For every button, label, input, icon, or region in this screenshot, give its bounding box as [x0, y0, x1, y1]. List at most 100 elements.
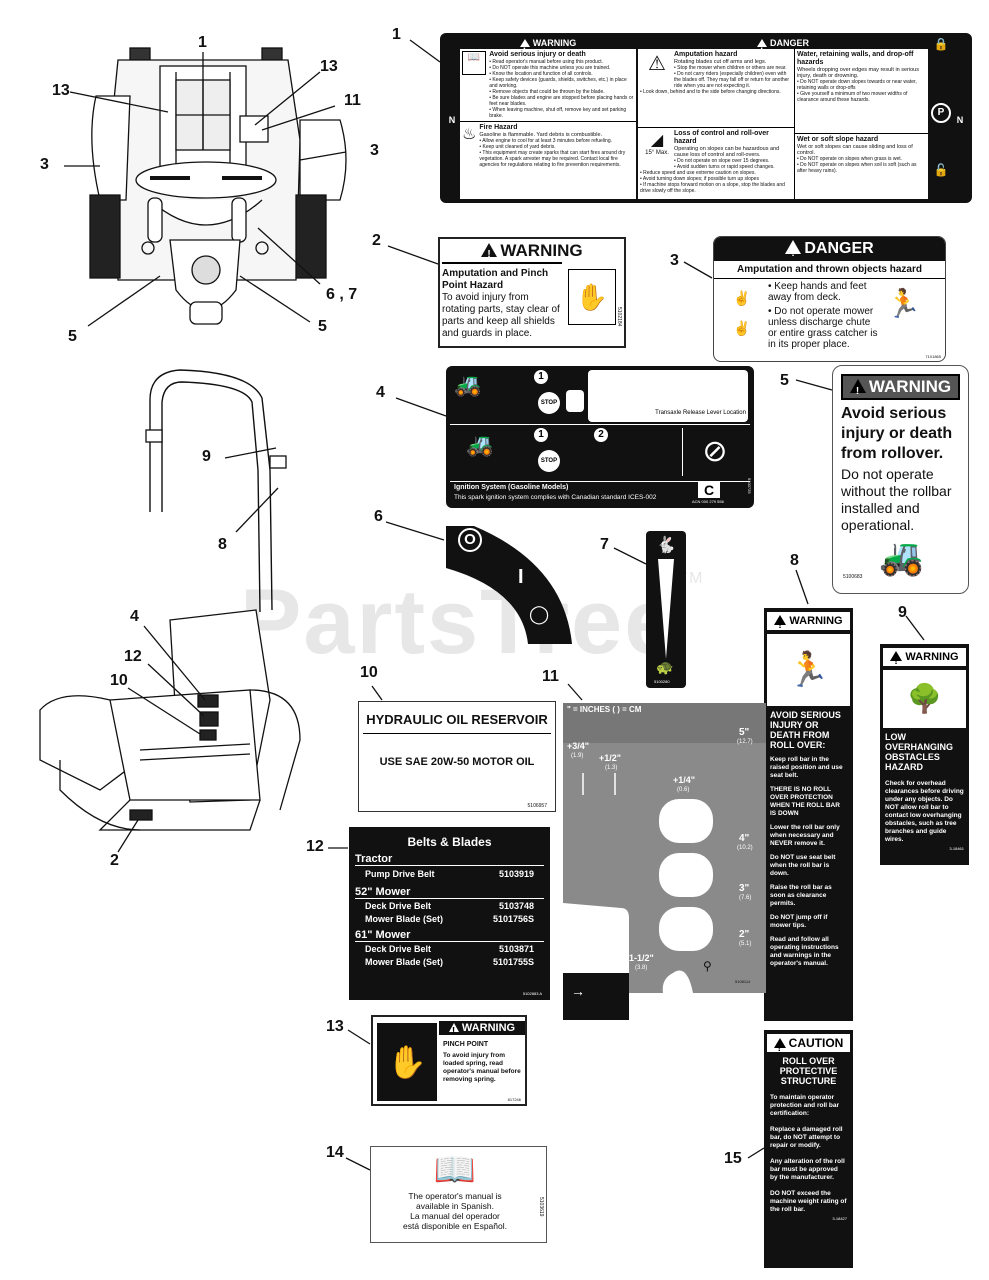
- spanish-line-3: La manual del operador: [410, 1211, 500, 1221]
- decal3-header: DANGER: [714, 237, 945, 266]
- hoc-1-1-2: 1-1/2": [629, 953, 654, 963]
- n-marker-left: N: [448, 115, 456, 125]
- seat-area-view: [39, 609, 301, 853]
- decal10-title: HYDRAULIC OIL RESERVOIR: [366, 712, 548, 727]
- amp-sub: Rotating blades cut off arms and legs.: [674, 59, 767, 65]
- mower-child-icon: ⚠: [648, 53, 666, 75]
- decal8-header: WARNING: [767, 612, 850, 635]
- spring-hand-icon: ✋: [377, 1023, 437, 1101]
- spanish-line-1: The operator's manual is: [408, 1191, 502, 1201]
- start-icon: ◯: [529, 604, 550, 624]
- rabbit-icon: 🐇: [656, 537, 676, 554]
- decal-number-9: 9: [898, 604, 907, 621]
- decal2-title: Amputation and Pinch Point Hazard: [442, 268, 549, 291]
- decal-number-4: 4: [376, 384, 385, 401]
- decal9-body: Check for overhead clearances before dri…: [885, 780, 964, 843]
- watermark: PartsTreeTM: [240, 570, 705, 673]
- water-sub: Wheels dropping over edges may result in…: [797, 67, 919, 79]
- hoc-2-cm: (5.1): [739, 941, 752, 947]
- spanish-line-4: está disponible en Español.: [403, 1221, 507, 1231]
- callout-2: 2: [110, 852, 119, 869]
- decal-3-thrown-objects: DANGER Amputation and thrown objects haz…: [713, 236, 946, 362]
- decal9-header: WARNING: [883, 648, 966, 671]
- water-title: Water, retaining walls, and drop-off haz…: [797, 51, 914, 66]
- decal3-bullet-1: • Keep hands and feet away from deck.: [768, 281, 867, 303]
- callout-11: 11: [344, 92, 361, 109]
- fire-title: Fire Hazard: [479, 124, 518, 131]
- decal13-code: 817246: [507, 1097, 521, 1102]
- decal-14-spanish-manual: 📖 The operator's manual is available in …: [370, 1146, 547, 1243]
- decal-2-amputation-pinch: WARNING Amputation and Pinch Point Hazar…: [438, 237, 626, 348]
- decal9-title: LOW OVERHANGING OBSTACLES HAZARD: [885, 732, 954, 772]
- decal8-paras: Keep roll bar in the raised position and…: [770, 756, 843, 967]
- transaxle-label: Transaxle Release Lever Location: [655, 410, 746, 416]
- callout-5: 5: [318, 318, 327, 335]
- decal1-warning-header: WARNING: [460, 37, 636, 53]
- park-brake-column: 🔒 P 🔓: [930, 37, 952, 199]
- tractor-icon: 🚜: [454, 372, 482, 397]
- decal-6-throttle-switch: [446, 526, 572, 644]
- unlock-icon: 🔓: [933, 163, 949, 177]
- hoc-5: 5": [739, 727, 750, 738]
- callout-5: 5: [68, 328, 77, 345]
- n-marker-right: N: [956, 115, 964, 125]
- decal-5-rollover: WARNING Avoid serious injury or death fr…: [832, 365, 969, 594]
- decal-number-2: 2: [372, 232, 381, 249]
- callout-3: 3: [370, 142, 379, 159]
- decal2-header: WARNING: [442, 241, 622, 264]
- decal-number-13: 13: [326, 1018, 344, 1035]
- stop-icon: STOP: [538, 392, 560, 414]
- hoc-plus-3-4-cm: (1.9): [571, 753, 584, 759]
- callout-13: 13: [320, 58, 338, 75]
- avoid-title: Avoid serious injury or death: [489, 51, 586, 58]
- pinch-hand-icon: ✋: [568, 269, 616, 325]
- loss-lines: • Do not operate on slope over 15 degree…: [640, 158, 785, 194]
- mower-rollbar-icon: 🚜: [879, 536, 924, 577]
- callout-1: 1: [198, 34, 207, 51]
- parts-row: Mower Blade (Set)5101756S: [365, 914, 534, 924]
- hoc-2: 2": [739, 929, 750, 940]
- parts-row: Mower Blade (Set)5101755S: [365, 957, 534, 967]
- lock-icon: 🔒: [933, 37, 949, 51]
- decal5-code: 5100683: [843, 574, 863, 580]
- cert-number: ACN 000 279 556: [692, 499, 724, 504]
- park-p-icon: P: [931, 103, 951, 123]
- hoc-plus-1-4-cm: (0.6): [677, 787, 690, 793]
- decal14-code: 5103619: [538, 1197, 544, 1217]
- decal3-code: 7101865: [925, 354, 941, 359]
- decal-number-1: 1: [392, 26, 401, 43]
- callout-4: 4: [130, 608, 139, 625]
- wet-title: Wet or soft slope hazard: [797, 136, 879, 143]
- decal12-code: 5102883 A: [522, 991, 542, 996]
- decal-number-14: 14: [326, 1144, 344, 1161]
- ignition-body: This spark ignition system complies with…: [454, 494, 657, 501]
- decal-8-rollbar-warning: WARNING 🏃 AVOID SERIOUS INJURY OR DEATH …: [764, 608, 853, 1021]
- decal15-code: 3-18427: [832, 1216, 847, 1221]
- hoc-4: 4": [739, 833, 750, 844]
- decal15-header: CAUTION: [767, 1034, 850, 1058]
- decal-number-15: 15: [724, 1150, 742, 1167]
- spanish-line-2: available in Spanish.: [416, 1201, 494, 1211]
- amp-title: Amputation hazard: [674, 51, 738, 58]
- water-lines: • Do NOT operate down slopes towards or …: [797, 79, 917, 103]
- roll-bar-view: [145, 369, 287, 613]
- callout-9: 9: [202, 448, 211, 465]
- section-52-mower: 52" Mower: [355, 886, 544, 899]
- key-off-icon: [566, 390, 584, 412]
- section-61-mower: 61" Mower: [355, 929, 544, 942]
- loss-sub: Operating on slopes can be hazardous and…: [674, 146, 780, 158]
- decal-4-transaxle-ignition: 🚜 1 STOP 2 Transaxle Release Lever Locat…: [446, 366, 754, 508]
- decal-number-12: 12: [306, 838, 324, 855]
- fire-sub: Gasoline is flammable. Yard debris is co…: [479, 132, 603, 138]
- step-1b-badge: 1: [534, 428, 548, 442]
- branch-tractor-icon: 🌳: [883, 670, 966, 728]
- callout-10: 10: [110, 672, 128, 689]
- decal13-body: To avoid injury from loaded spring, read…: [443, 1052, 521, 1083]
- tractor-top-view: [89, 47, 347, 325]
- decal5-header: WARNING: [841, 374, 960, 403]
- decal-number-6: 6: [374, 508, 383, 525]
- decal5-body: Do not operate without the rollbar insta…: [841, 466, 952, 533]
